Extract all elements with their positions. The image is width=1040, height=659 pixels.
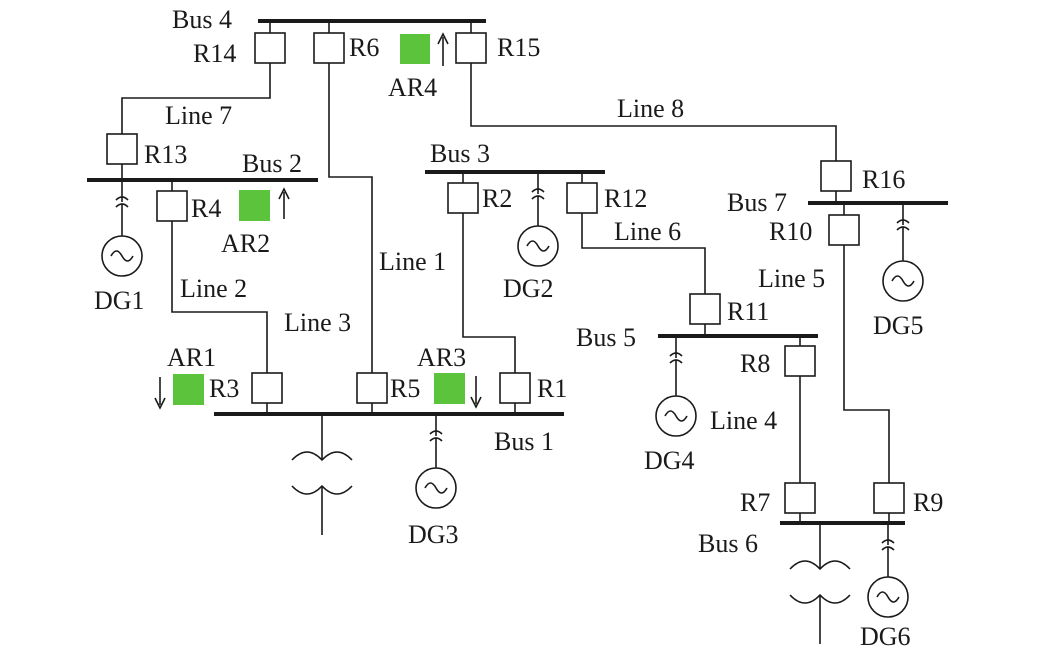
line-1-label: Line 1 (379, 247, 446, 276)
arrow-down-icon (154, 377, 166, 410)
relay-r15-label: R15 (497, 33, 540, 62)
relay-r9-label: R9 (913, 488, 943, 517)
line-6-label: Line 6 (614, 217, 681, 246)
relay-r16-label: R16 (862, 165, 905, 194)
bus-4-label: Bus 4 (172, 5, 232, 34)
line-5-label: Line 5 (758, 264, 825, 293)
dg6-label: DG6 (860, 622, 911, 651)
line-1-wire (462, 213, 516, 373)
relay-r16 (820, 160, 852, 192)
relay-r14 (254, 32, 286, 64)
bus-6-label: Bus 6 (698, 529, 758, 558)
auto-recloser-ar4-label: AR4 (388, 73, 437, 102)
dg5-label: DG5 (873, 311, 924, 340)
auto-recloser-ar2-label: AR2 (221, 229, 270, 258)
line-7-wire (121, 63, 271, 134)
line-7-label: Line 7 (165, 101, 232, 130)
relay-r4 (156, 190, 188, 222)
arrow-up-icon (278, 187, 290, 219)
relay-r5-label: R5 (390, 374, 420, 403)
relay-r9 (873, 482, 905, 514)
auto-recloser-ar3 (434, 373, 465, 404)
relay-r1 (499, 372, 531, 404)
relay-r8 (784, 345, 816, 377)
line-5-wire (843, 245, 890, 483)
relay-r14-label: R14 (193, 39, 236, 68)
relay-r7-label: R7 (740, 488, 770, 517)
dg2-label: DG2 (503, 274, 554, 303)
relay-r3-label: R3 (209, 374, 239, 403)
line-3-label: Line 3 (284, 308, 351, 337)
dg4-label: DG4 (644, 446, 695, 475)
line-4-label: Line 4 (710, 406, 777, 435)
generator-icon (882, 203, 924, 302)
generator-icon (415, 414, 457, 509)
relay-r4-label: R4 (191, 194, 221, 223)
bus-1-label: Bus 1 (494, 427, 554, 456)
relay-r10 (828, 214, 860, 246)
relay-r6 (313, 32, 345, 64)
bus-5-label: Bus 5 (576, 323, 636, 352)
relay-r2-label: R2 (482, 184, 512, 213)
generator-icon (867, 523, 909, 618)
auto-recloser-ar1 (173, 374, 204, 405)
line-8-label: Line 8 (617, 94, 684, 123)
generator-icon (517, 172, 559, 267)
relay-r1-label: R1 (537, 374, 567, 403)
relay-r15 (455, 32, 487, 64)
dg1-label: DG1 (94, 286, 145, 315)
bus-2-label: Bus 2 (242, 149, 302, 178)
generator-icon (655, 336, 697, 437)
relay-r13-label: R13 (144, 140, 187, 169)
transformer-icon (291, 414, 353, 535)
bus-3-label: Bus 3 (430, 139, 490, 168)
line-2-wire (171, 221, 268, 373)
auto-recloser-ar2 (239, 190, 270, 221)
line-2-label: Line 2 (180, 274, 247, 303)
line-8-wire (470, 63, 837, 161)
auto-recloser-ar1-label: AR1 (167, 343, 216, 372)
bus-7-label: Bus 7 (727, 188, 787, 217)
transformer-icon (789, 523, 851, 644)
line-3-wire (328, 63, 373, 373)
dg3-label: DG3 (408, 520, 459, 549)
relay-r8-label: R8 (740, 349, 770, 378)
relay-r11 (689, 293, 721, 325)
arrow-up-icon (437, 32, 449, 66)
relay-r12-label: R12 (604, 184, 647, 213)
relay-r13 (106, 133, 138, 165)
relay-r2 (447, 182, 479, 214)
line-6-wire (581, 213, 706, 294)
arrow-down-icon (470, 376, 482, 409)
relay-r3 (251, 372, 283, 404)
relay-r12 (566, 182, 598, 214)
auto-recloser-ar4 (400, 34, 430, 64)
relay-r11-label: R11 (727, 297, 769, 326)
relay-r10-label: R10 (769, 217, 812, 246)
relay-r7 (784, 482, 816, 514)
relay-r6-label: R6 (349, 33, 379, 62)
generator-icon (101, 180, 143, 277)
relay-r5 (356, 372, 388, 404)
auto-recloser-ar3-label: AR3 (417, 343, 466, 372)
